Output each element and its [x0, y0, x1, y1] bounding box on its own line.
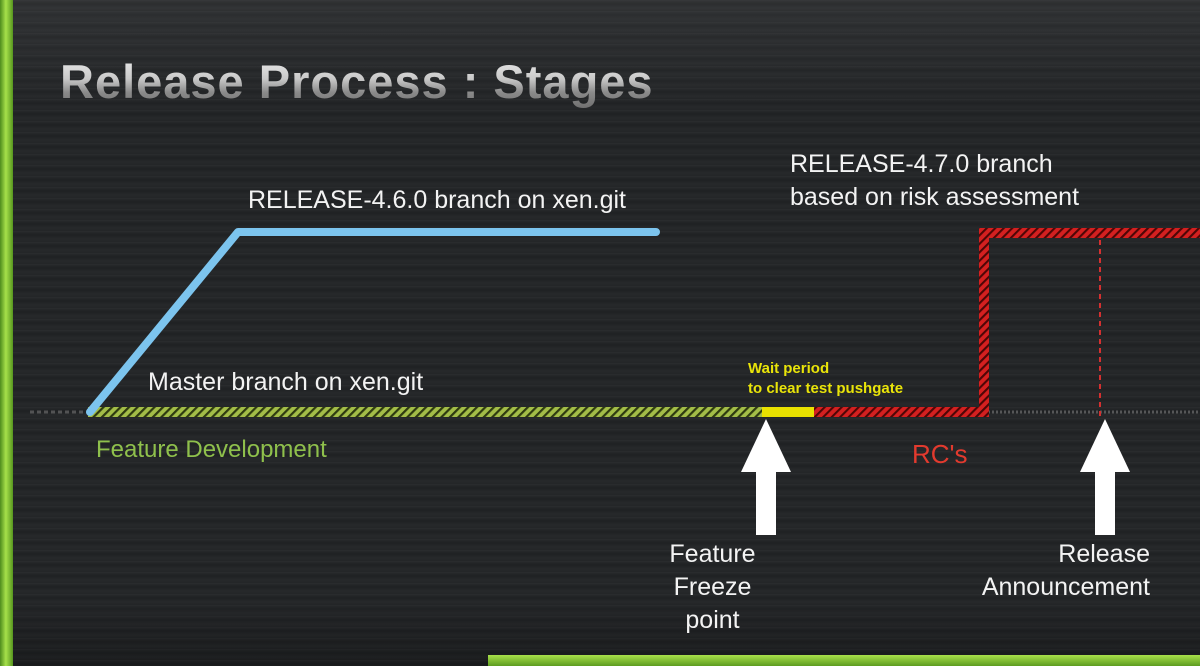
blue-branch-line	[86, 228, 660, 416]
red-branch-label-line1: RELEASE-4.7.0 branch	[790, 150, 1053, 178]
wait-period-label-line2: to clear test pushgate	[748, 380, 904, 398]
red-branch-line-top	[979, 228, 1200, 238]
feature-freeze-arrow	[741, 419, 791, 535]
wait-period-label: Wait period to clear test pushgate	[748, 359, 903, 400]
wait-period-label-line1: Wait period	[748, 360, 830, 377]
feature-freeze-label-line3: point	[685, 606, 740, 634]
rc-line-bottom	[814, 407, 988, 417]
wait-period-segment	[762, 407, 814, 417]
rc-line-vertical	[979, 228, 989, 417]
left-accent-bar	[0, 0, 13, 666]
master-branch-line	[88, 407, 762, 417]
feature-development-label: Feature Development	[96, 436, 327, 463]
red-branch-label-line2: based on risk assessment	[790, 182, 1080, 211]
blue-branch-label: RELEASE-4.6.0 branch on xen.git	[248, 186, 627, 214]
rc-label: RC's	[912, 439, 968, 469]
release-announcement-label-line1: Release	[1058, 540, 1150, 568]
release-announcement-label: Release Announcement	[982, 538, 1150, 604]
feature-freeze-label-line1: Feature	[669, 540, 756, 568]
red-branch-label: RELEASE-4.7.0 branch based on risk asses…	[790, 148, 1079, 213]
master-branch-label: Master branch on xen.git	[148, 368, 424, 396]
feature-freeze-label: Feature Freeze point	[635, 538, 790, 637]
page-title: Release Process : Stages	[60, 55, 654, 108]
release-announcement-label-line2: Announcement	[981, 573, 1150, 601]
release-announcement-arrow	[1080, 419, 1130, 535]
bottom-accent-bar	[488, 655, 1200, 666]
feature-freeze-label-line2: Freeze	[673, 573, 752, 601]
